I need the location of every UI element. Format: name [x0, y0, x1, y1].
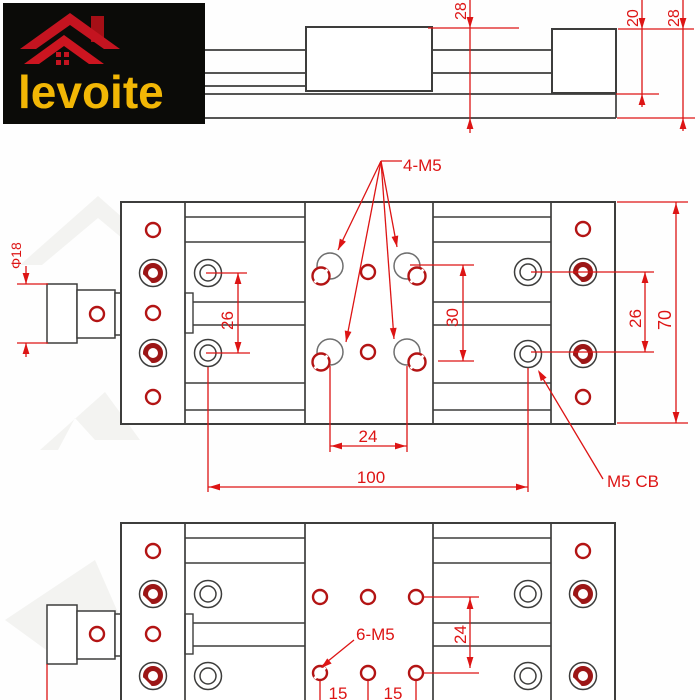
lead-screw-knob	[46, 283, 122, 344]
side-dim-middle-label: 20	[625, 9, 642, 27]
side-dim-left-label: 28	[453, 2, 470, 20]
hole-m5-small	[359, 588, 377, 606]
lead-screw-knob-bottom	[46, 604, 122, 665]
hole-plain	[193, 579, 223, 609]
dim-24-top-label: 24	[359, 427, 378, 446]
knob-pin-hole	[88, 305, 106, 323]
top-view	[46, 201, 616, 425]
hole-small	[144, 304, 162, 322]
dim-15-left-label: 15	[329, 684, 348, 700]
bottom-view-dimensions: 6-M5 24 15 15	[46, 596, 479, 700]
logo-roof-upper	[20, 13, 120, 49]
hole-counterbore	[140, 581, 167, 608]
hole-plain	[193, 661, 223, 691]
hole-counterbore	[140, 663, 167, 690]
logo: levoite	[3, 3, 205, 124]
hole-m5-small	[407, 588, 425, 606]
hole-small	[574, 388, 592, 406]
hole-m5-small	[311, 664, 329, 682]
dim-24-bottom-label: 24	[451, 625, 470, 644]
dim-30-label: 30	[443, 308, 462, 327]
knob-pin-hole	[88, 625, 106, 643]
hole-small	[574, 220, 592, 238]
hole-plain	[513, 661, 543, 691]
screw-bearing-block	[184, 292, 194, 334]
hole-counterbore	[140, 260, 167, 287]
hole-small	[144, 625, 162, 643]
hole-counterbore	[570, 663, 597, 690]
side-view-end-block	[551, 28, 617, 94]
side-dim-right-label: 28	[666, 9, 683, 27]
hole-counterbore	[140, 340, 167, 367]
hole-small	[144, 221, 162, 239]
bottom-view	[46, 522, 616, 700]
dim-100-label: 100	[357, 468, 385, 487]
hole-small	[359, 343, 377, 361]
side-view-slide-block	[305, 26, 433, 92]
cb-callout-label: M5 CB	[607, 472, 659, 491]
hole-plain	[513, 339, 543, 369]
top-view-dimensions: Φ18 4-M5 26 30 26	[8, 156, 688, 492]
side-view	[205, 26, 617, 119]
screw-bearing-block	[184, 613, 194, 655]
shaft-diameter-label: Φ18	[8, 242, 24, 269]
thread-callout-6m5: 6-M5	[356, 625, 395, 644]
hole-m5-small	[359, 664, 377, 682]
hole-m5-small	[407, 664, 425, 682]
hole-counterbore	[570, 341, 597, 368]
logo-roof-lower	[24, 35, 104, 64]
hole-plain	[513, 579, 543, 609]
dim-26-right-label: 26	[626, 309, 645, 328]
hole-counterbore	[570, 581, 597, 608]
thread-callout-4m5: 4-M5	[403, 156, 442, 175]
logo-window	[56, 52, 69, 65]
dim-15-right-label: 15	[384, 684, 403, 700]
hole-small	[574, 542, 592, 560]
hole-small	[359, 263, 377, 281]
hole-small	[144, 388, 162, 406]
hole-small	[144, 542, 162, 560]
side-view-dimensions: 28 20 28	[428, 0, 695, 133]
hole-m5-small	[311, 588, 329, 606]
dim-26-left-label: 26	[218, 311, 237, 330]
logo-brand-text: levoite	[18, 66, 164, 118]
dim-70-label: 70	[655, 310, 675, 330]
